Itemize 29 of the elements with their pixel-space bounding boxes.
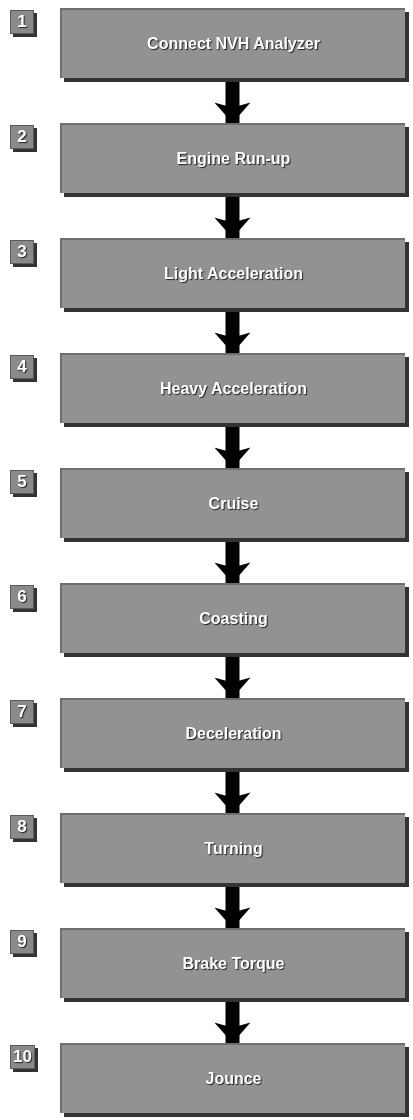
step-label: Turning	[204, 840, 263, 858]
arrow	[214, 887, 251, 928]
step-label: Deceleration	[185, 725, 282, 743]
arrow	[214, 427, 251, 468]
step-label: Jounce	[205, 1070, 262, 1088]
step-number: 9	[10, 930, 34, 954]
step-label: Heavy Acceleration	[159, 380, 307, 398]
arrow	[214, 82, 251, 123]
step-label: Cruise	[208, 495, 259, 513]
step-number: 7	[10, 700, 34, 724]
step-label: Engine Run-up	[176, 150, 291, 168]
arrow	[214, 1002, 251, 1043]
step-number: 10	[10, 1045, 35, 1069]
step-number: 6	[10, 585, 34, 609]
step-number: 3	[10, 240, 34, 264]
step-number: 5	[10, 470, 34, 494]
arrow	[214, 657, 251, 698]
step-number: 2	[10, 125, 34, 149]
arrow	[214, 542, 251, 583]
arrow	[214, 197, 251, 238]
step-number: 8	[10, 815, 34, 839]
step-label: Connect NVH Analyzer	[147, 35, 320, 53]
step-number: 4	[10, 355, 34, 379]
step-label: Light Acceleration	[164, 265, 303, 283]
arrow	[214, 312, 251, 353]
step-label: Coasting	[199, 610, 268, 628]
step-number: 1	[10, 10, 34, 34]
step-label: Brake Torque	[182, 955, 285, 973]
arrow	[214, 772, 251, 813]
